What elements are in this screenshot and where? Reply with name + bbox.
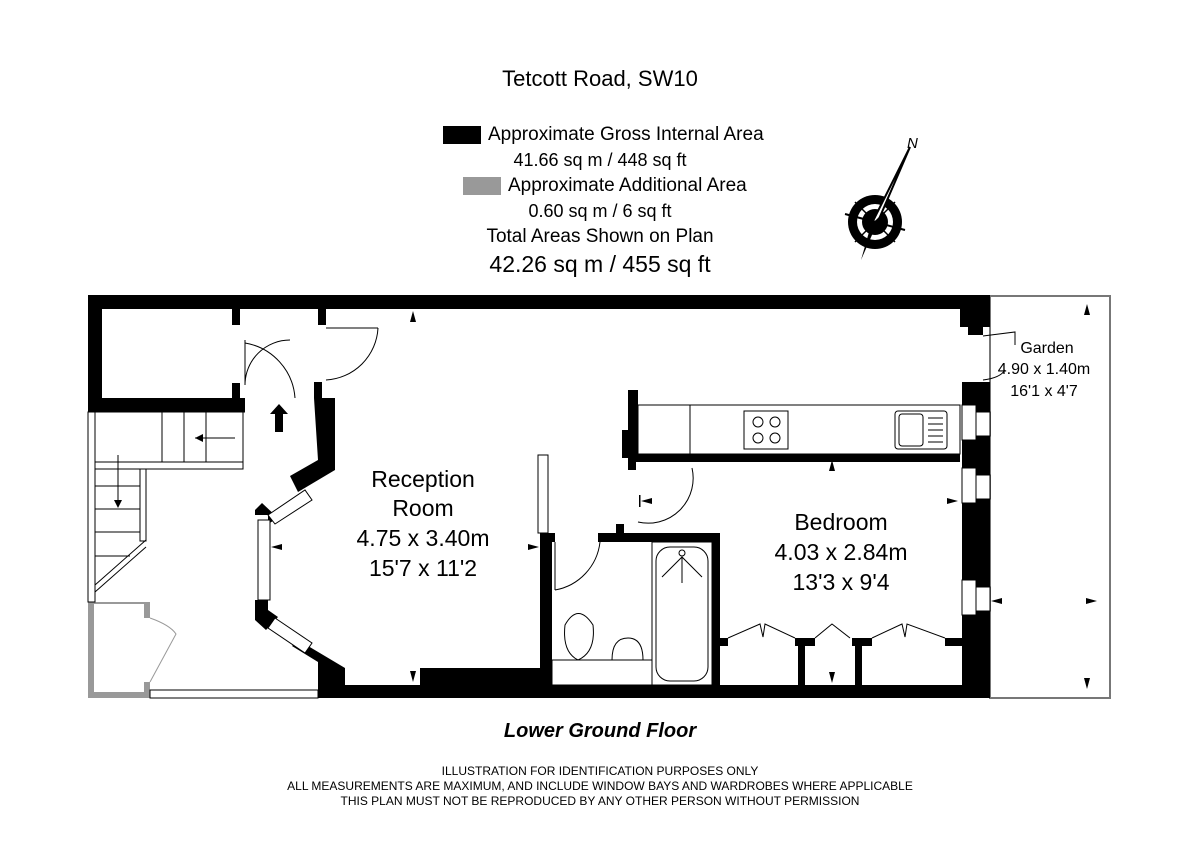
kitchen-units: [637, 404, 961, 455]
windows: [257, 404, 991, 654]
total-area-value: 42.26 sq m / 455 sq ft: [489, 251, 711, 277]
property-title: Tetcott Road, SW10: [502, 66, 698, 91]
garden-label: Garden 4.90 x 1.40m 16'1 x 4'7: [998, 340, 1091, 400]
svg-text:13'3 x 9'4: 13'3 x 9'4: [792, 569, 889, 595]
wardrobe-doors: [727, 623, 946, 639]
svg-text:Room: Room: [392, 495, 453, 521]
total-area-label: Total Areas Shown on Plan: [486, 226, 714, 247]
additional-area-label: Approximate Additional Area: [508, 175, 747, 196]
additional-area: [88, 602, 150, 698]
door-swing: [149, 617, 177, 683]
direction-arrows: [114, 304, 1097, 689]
wall-thin: [149, 689, 319, 699]
svg-text:16'1 x 4'7: 16'1 x 4'7: [1010, 383, 1078, 400]
disclaimer-line: THIS PLAN MUST NOT BE REPRODUCED BY ANY …: [340, 794, 860, 808]
additional-area-value: 0.60 sq m / 6 sq ft: [528, 201, 672, 221]
svg-text:Garden: Garden: [1020, 340, 1073, 357]
disclaimer-line: ILLUSTRATION FOR IDENTIFICATION PURPOSES…: [441, 764, 759, 778]
toilet-icon: [564, 613, 594, 661]
additional-area-swatch: [463, 177, 501, 195]
hob-icon: [743, 410, 789, 450]
basin-icon: [611, 637, 644, 661]
gross-area-value: 41.66 sq m / 448 sq ft: [513, 150, 687, 170]
svg-text:15'7 x 11'2: 15'7 x 11'2: [369, 555, 477, 581]
svg-text:4.75 x 3.40m: 4.75 x 3.40m: [357, 525, 490, 551]
entrance-arrow-icon: [270, 404, 288, 432]
svg-text:Reception: Reception: [371, 466, 475, 492]
bedroom-label: Bedroom 4.03 x 2.84m 13'3 x 9'4: [775, 509, 908, 595]
sink-icon: [894, 410, 948, 450]
floor-label: Lower Ground Floor: [503, 720, 697, 742]
gross-area-label: Approximate Gross Internal Area: [488, 124, 764, 145]
staircase: [87, 327, 1016, 603]
svg-text:4.03 x 2.84m: 4.03 x 2.84m: [775, 539, 908, 565]
bathroom-fixtures: [551, 541, 713, 686]
bath-icon: [655, 546, 709, 682]
reception-room-label: Reception Room 4.75 x 3.40m 15'7 x 11'2: [357, 466, 490, 581]
walls: [88, 295, 990, 698]
svg-text:Bedroom: Bedroom: [794, 509, 887, 535]
compass-icon: N: [844, 135, 918, 260]
disclaimer: ILLUSTRATION FOR IDENTIFICATION PURPOSES…: [0, 764, 1200, 809]
disclaimer-line: ALL MEASUREMENTS ARE MAXIMUM, AND INCLUD…: [287, 779, 913, 793]
gross-area-swatch: [443, 126, 481, 144]
svg-text:4.90 x 1.40m: 4.90 x 1.40m: [998, 361, 1091, 378]
north-label: N: [907, 135, 918, 152]
